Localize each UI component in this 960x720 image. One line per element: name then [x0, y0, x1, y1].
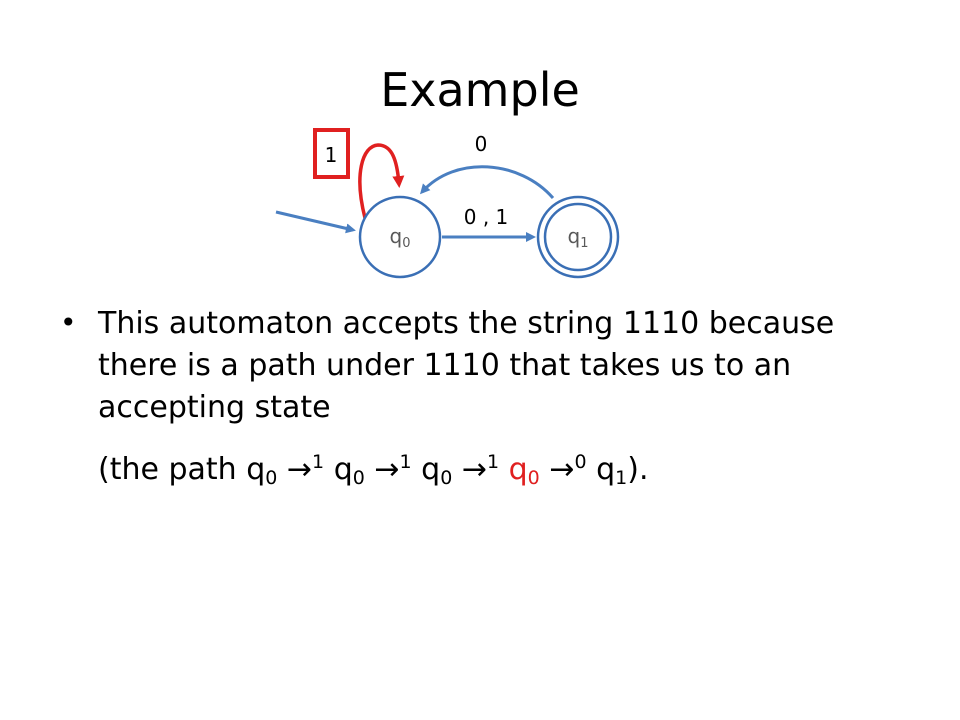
state-q1-label: q1 — [568, 224, 589, 251]
path-final-state: q1 — [596, 452, 628, 489]
bullet-item: • This automaton accepts the string 1110… — [60, 303, 920, 429]
self-loop-q0 — [358, 143, 405, 219]
arc-q1-q0-label: 0 — [475, 132, 488, 156]
state-q1-outer — [536, 195, 620, 279]
bullet-marker: • — [60, 306, 77, 339]
path-line: (the path q0 →1 q0 →1 q0 →1 q0 →0 q1). — [60, 441, 920, 499]
bullet-text: This automaton accepts the string 1110 b… — [98, 306, 835, 425]
self-loop-label-box — [313, 128, 350, 179]
slide-body: • This automaton accepts the string 1110… — [60, 303, 920, 499]
start-arrow — [275, 210, 356, 234]
path-step: q0 →1 — [421, 451, 500, 489]
automaton-diagram: 1 0 0 , 1 q0 q1 — [275, 128, 620, 279]
arc-q1-to-q0 — [420, 165, 555, 199]
state-q0 — [358, 195, 442, 279]
path-step-highlighted: q0 →0 — [508, 451, 587, 489]
slide-title: Example — [380, 63, 580, 117]
arrow-q0-q1-label: 0 , 1 — [464, 205, 509, 229]
path-step: q0 →1 — [246, 451, 325, 489]
self-loop-label: 1 — [325, 143, 338, 167]
path-close: ). — [627, 452, 649, 487]
path-open: (the path — [98, 452, 247, 487]
state-q1-inner — [543, 202, 613, 272]
state-q0-label: q0 — [390, 224, 411, 251]
path-step: q0 →1 — [333, 451, 412, 489]
